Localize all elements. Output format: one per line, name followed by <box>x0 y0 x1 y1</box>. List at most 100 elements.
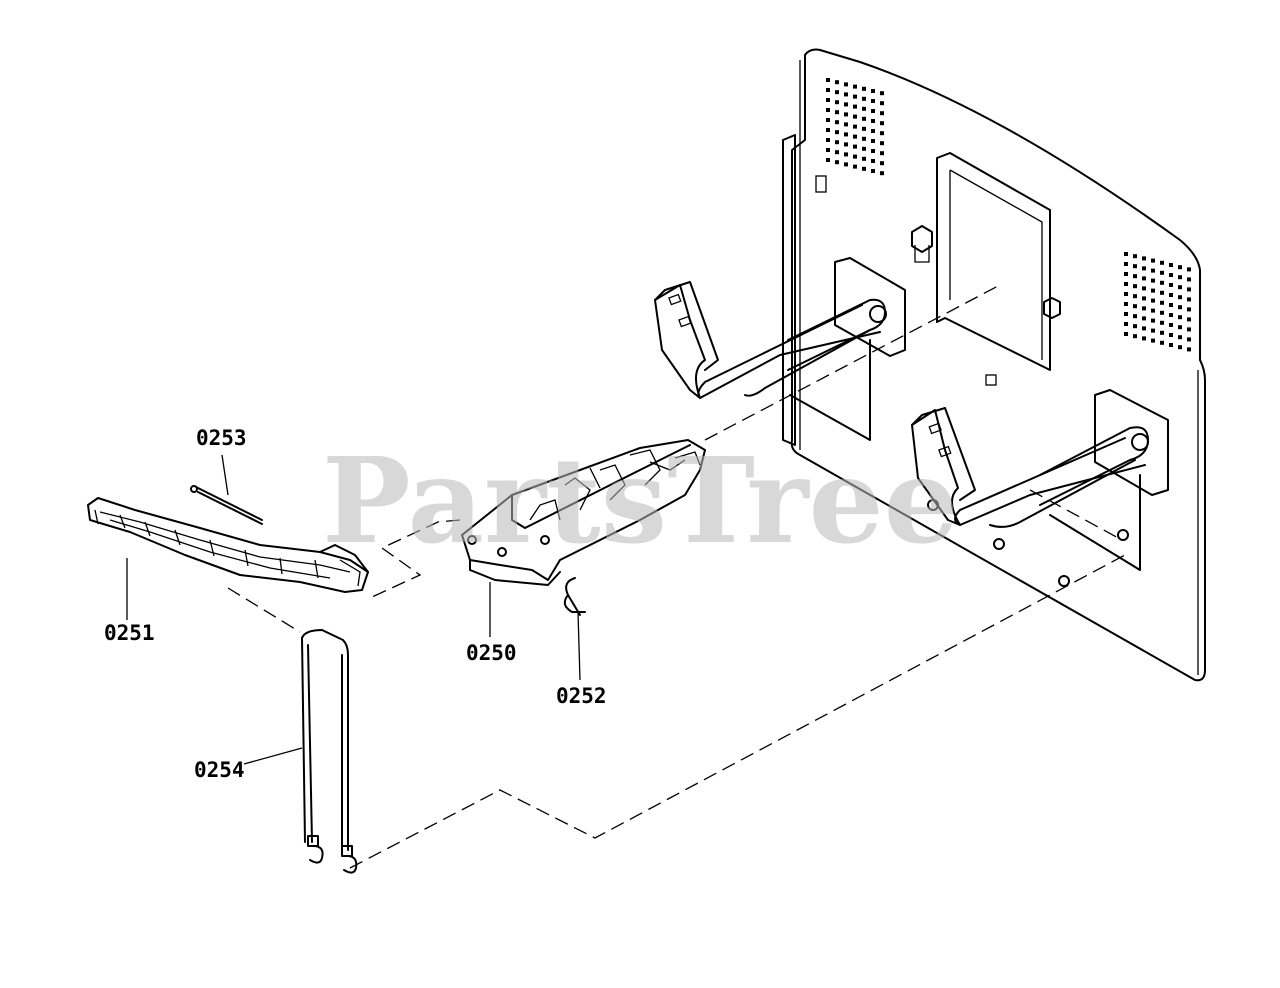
vent-hole <box>1133 284 1137 289</box>
vent-hole <box>1151 318 1155 323</box>
vent-hole <box>1133 304 1137 309</box>
vent-hole <box>835 160 839 165</box>
vent-hole <box>853 84 857 89</box>
vent-hole <box>880 161 884 166</box>
vent-hole <box>844 142 848 147</box>
vent-hole <box>1169 303 1173 307</box>
vent-hole <box>1133 324 1137 329</box>
vent-hole <box>844 112 848 117</box>
vent-hole <box>1151 278 1155 283</box>
vent-hole <box>1142 326 1146 331</box>
part-0253-pin <box>190 485 263 525</box>
vent-hole <box>1124 272 1128 276</box>
vent-hole <box>844 82 848 87</box>
vent-hole <box>853 114 857 119</box>
vent-hole <box>826 108 830 112</box>
vent-hole <box>1151 298 1155 303</box>
vent-hole <box>835 100 839 105</box>
vent-hole <box>853 154 857 159</box>
vent-hole <box>853 164 857 169</box>
vent-hole <box>1169 283 1173 287</box>
vent-hole <box>1151 288 1155 293</box>
vent-hole <box>1187 327 1191 332</box>
vent-hole <box>1124 312 1128 316</box>
vent-hole <box>1187 297 1191 302</box>
vent-hole <box>862 106 866 111</box>
vent-hole <box>880 141 884 146</box>
vent-hole <box>1178 345 1182 350</box>
vent-hole <box>1160 300 1164 305</box>
label-part-0250[interactable]: 0250 <box>466 641 517 665</box>
vent-hole <box>1178 325 1182 330</box>
vent-hole <box>862 96 866 101</box>
vent-hole <box>871 119 875 123</box>
vent-hole <box>1169 293 1173 297</box>
vent-hole <box>1142 286 1146 291</box>
vent-hole <box>1169 343 1173 347</box>
part-0254-spring-rod <box>301 629 358 874</box>
vent-hole <box>826 118 830 122</box>
vent-hole <box>1187 317 1191 322</box>
vent-hole <box>1133 264 1137 269</box>
vent-hole <box>1169 273 1173 277</box>
vent-hole <box>871 89 875 93</box>
vent-hole <box>880 111 884 116</box>
vent-hole <box>1124 252 1128 256</box>
vent-hole <box>1178 265 1182 270</box>
vent-hole <box>853 94 857 99</box>
vent-hole <box>862 86 866 91</box>
label-part-0251[interactable]: 0251 <box>104 621 155 645</box>
vent-hole <box>835 120 839 125</box>
vent-hole <box>835 150 839 155</box>
vent-hole <box>1124 292 1128 296</box>
vent-hole <box>1160 260 1164 265</box>
leader-lines <box>126 454 581 765</box>
vent-hole <box>826 128 830 132</box>
vent-hole <box>1160 320 1164 325</box>
vent-hole <box>853 144 857 149</box>
vent-hole <box>862 116 866 121</box>
vent-hole <box>1142 296 1146 301</box>
vent-hole <box>1187 287 1191 292</box>
vent-hole <box>1133 314 1137 319</box>
vent-hole <box>1151 268 1155 273</box>
vent-hole <box>1142 306 1146 311</box>
vent-hole <box>853 134 857 139</box>
vent-hole <box>862 146 866 151</box>
vent-hole <box>1178 275 1182 280</box>
vent-hole <box>1187 347 1191 352</box>
vent-hole <box>880 121 884 126</box>
vent-hole <box>880 131 884 136</box>
vent-hole <box>1151 338 1155 343</box>
vent-hole <box>871 129 875 133</box>
vent-hole <box>1151 308 1155 313</box>
vent-hole <box>871 169 875 173</box>
vent-hole <box>844 152 848 157</box>
vent-hole <box>1178 305 1182 310</box>
vent-holes-right <box>1124 252 1191 352</box>
vent-hole <box>862 136 866 141</box>
vent-hole <box>871 159 875 163</box>
label-part-0253[interactable]: 0253 <box>196 426 247 450</box>
part-0250-seat-hinge <box>461 439 706 586</box>
vent-hole <box>1133 334 1137 339</box>
vent-hole <box>1169 323 1173 327</box>
label-part-0252[interactable]: 0252 <box>556 684 607 708</box>
watermark: PartsTree <box>322 431 959 570</box>
vent-hole <box>862 156 866 161</box>
vent-holes-upper-left <box>826 78 884 176</box>
vent-hole <box>826 98 830 102</box>
vent-hole <box>1124 302 1128 306</box>
vent-hole <box>1142 256 1146 261</box>
vent-hole <box>871 99 875 103</box>
vent-hole <box>826 148 830 152</box>
part-0252-hairpin-clip <box>563 577 586 616</box>
vent-hole <box>1142 316 1146 321</box>
vent-hole <box>1142 276 1146 281</box>
vent-hole <box>844 132 848 137</box>
vent-hole <box>1178 315 1182 320</box>
vent-hole <box>844 102 848 107</box>
label-part-0254[interactable]: 0254 <box>194 758 245 782</box>
vent-hole <box>1169 313 1173 317</box>
vent-hole <box>880 91 884 96</box>
